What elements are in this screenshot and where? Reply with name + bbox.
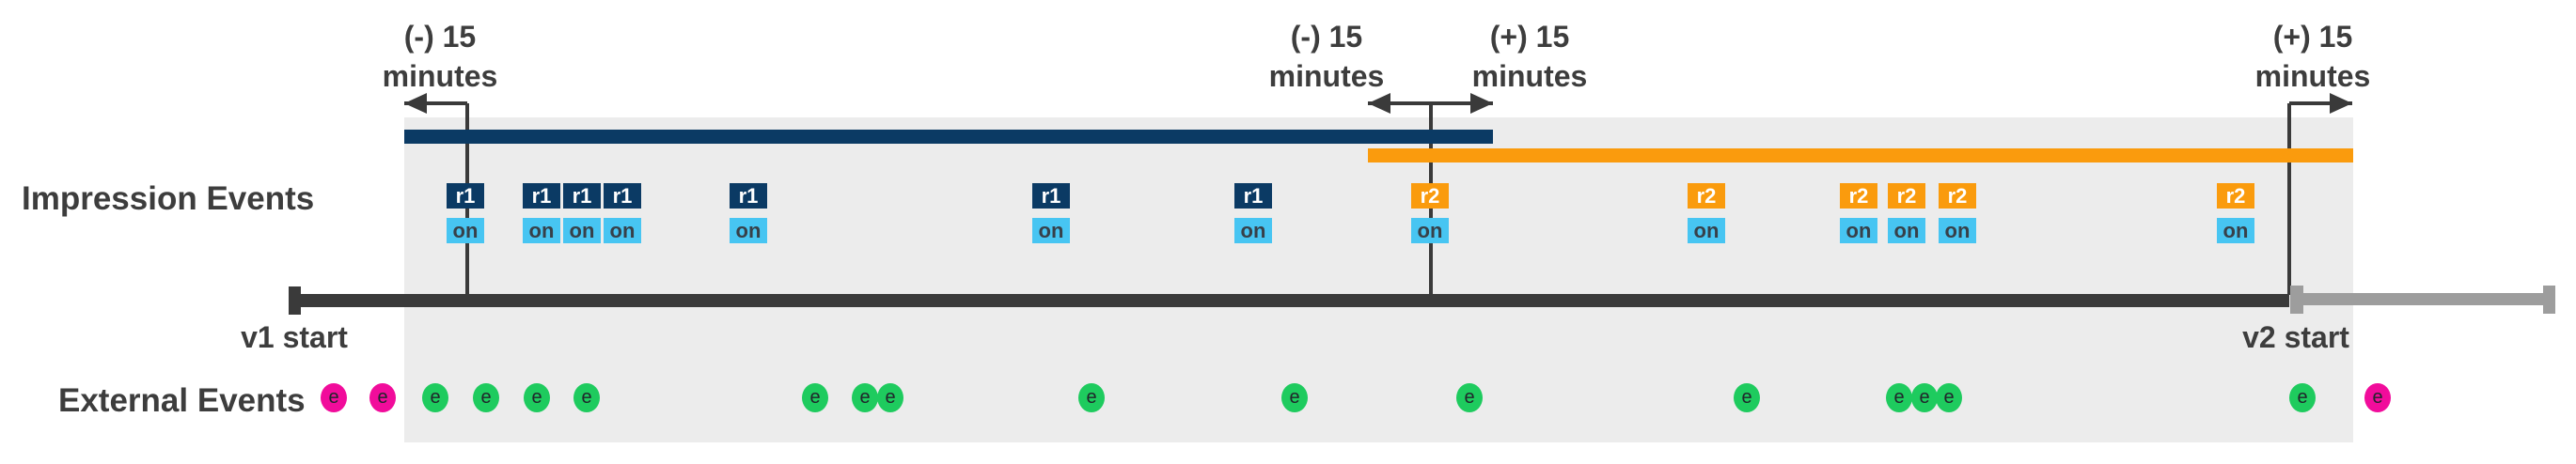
impression-event: r1 on [523, 183, 560, 243]
on-status-chip: on [1234, 218, 1272, 243]
offset-arrow-line [1368, 101, 1493, 105]
external-event-green: e [1911, 383, 1938, 412]
r1-impression-chip: r1 [563, 183, 601, 209]
impression-event: r2 on [1840, 183, 1877, 243]
impression-event: r1 on [1032, 183, 1070, 243]
offset-sign-line: (+) 15 [1489, 20, 1570, 54]
on-status-chip: on [447, 218, 484, 243]
on-status-chip: on [1939, 218, 1976, 243]
impression-event: r1 on [730, 183, 767, 243]
external-event-green: e [1456, 383, 1483, 412]
on-status-chip: on [1840, 218, 1877, 243]
offset-minutes-label: (-) 15 minutes [1269, 17, 1385, 96]
r2-impression-chip: r2 [1840, 183, 1877, 209]
offset-arrow-line [2289, 101, 2352, 105]
v2-start-tick [2290, 286, 2303, 314]
v2-timeline-end-tick [2543, 286, 2555, 314]
offset-minutes-label: (+) 15 minutes [1472, 17, 1588, 96]
offset-unit-line: minutes [1471, 59, 1588, 93]
impression-event: r2 on [1411, 183, 1449, 243]
r1-impression-chip: r1 [1234, 183, 1272, 209]
external-event-green: e [2289, 383, 2316, 412]
on-status-chip: on [523, 218, 560, 243]
external-event-green: e [1886, 383, 1912, 412]
offset-unit-line: minutes [1268, 59, 1385, 93]
r1-impression-chip: r1 [730, 183, 767, 209]
v1-timeline-bar [289, 294, 2289, 307]
arrow-right-icon [1470, 93, 1493, 114]
on-status-chip: on [2217, 218, 2254, 243]
external-event-green: e [524, 383, 550, 412]
annotation-vertical-line [2287, 103, 2291, 295]
on-status-chip: on [604, 218, 641, 243]
external-event-pink: e [321, 383, 347, 412]
r1-impression-chip: r1 [1032, 183, 1070, 209]
impression-events-row-label: Impression Events [22, 180, 315, 217]
offset-arrow-line [404, 101, 467, 105]
impression-event: r2 on [1939, 183, 1976, 243]
external-event-green: e [1936, 383, 1962, 412]
external-event-pink: e [369, 383, 396, 412]
external-event-pink: e [2364, 383, 2391, 412]
offset-minutes-label: (+) 15 minutes [2255, 17, 2371, 96]
external-event-green: e [1734, 383, 1760, 412]
offset-sign-line: (-) 15 [1290, 20, 1363, 54]
v1-start-tick [289, 286, 301, 315]
v1-start-label: v1 start [241, 320, 348, 354]
offset-minutes-label: (-) 15 minutes [383, 17, 498, 96]
impression-event: r1 on [563, 183, 601, 243]
on-status-chip: on [1688, 218, 1725, 243]
r2-impression-chip: r2 [1411, 183, 1449, 209]
v2-timeline-bar [2303, 293, 2549, 305]
on-status-chip: on [1411, 218, 1449, 243]
observation-window-panel [404, 117, 2353, 442]
r1-impression-chip: r1 [447, 183, 484, 209]
on-status-chip: on [1032, 218, 1070, 243]
external-event-green: e [422, 383, 448, 412]
external-event-green: e [1078, 383, 1105, 412]
external-event-green: e [877, 383, 903, 412]
range-bar-r1 [404, 130, 1493, 144]
offset-sign-line: (-) 15 [403, 20, 477, 54]
impression-event: r1 on [604, 183, 641, 243]
r2-impression-chip: r2 [1888, 183, 1925, 209]
offset-unit-line: minutes [2254, 59, 2371, 93]
impression-event: r1 on [447, 183, 484, 243]
arrow-left-icon [404, 93, 427, 114]
offset-unit-line: minutes [382, 59, 498, 93]
on-status-chip: on [563, 218, 601, 243]
arrow-left-icon [1368, 93, 1390, 114]
external-event-green: e [802, 383, 828, 412]
v2-start-label: v2 start [2242, 320, 2349, 354]
external-events-row-label: External Events [58, 382, 306, 419]
impression-event: r2 on [1888, 183, 1925, 243]
on-status-chip: on [1888, 218, 1925, 243]
impression-event: r2 on [2217, 183, 2254, 243]
r1-impression-chip: r1 [523, 183, 560, 209]
impression-event: r2 on [1688, 183, 1725, 243]
r1-impression-chip: r1 [604, 183, 641, 209]
range-bar-r2 [1368, 148, 2353, 162]
external-event-green: e [573, 383, 600, 412]
external-event-green: e [473, 383, 499, 412]
external-event-green: e [852, 383, 878, 412]
on-status-chip: on [730, 218, 767, 243]
arrow-right-icon [2330, 93, 2352, 114]
external-event-green: e [1281, 383, 1308, 412]
r2-impression-chip: r2 [1939, 183, 1976, 209]
r2-impression-chip: r2 [1688, 183, 1725, 209]
offset-sign-line: (+) 15 [2272, 20, 2353, 54]
r2-impression-chip: r2 [2217, 183, 2254, 209]
impression-event: r1 on [1234, 183, 1272, 243]
